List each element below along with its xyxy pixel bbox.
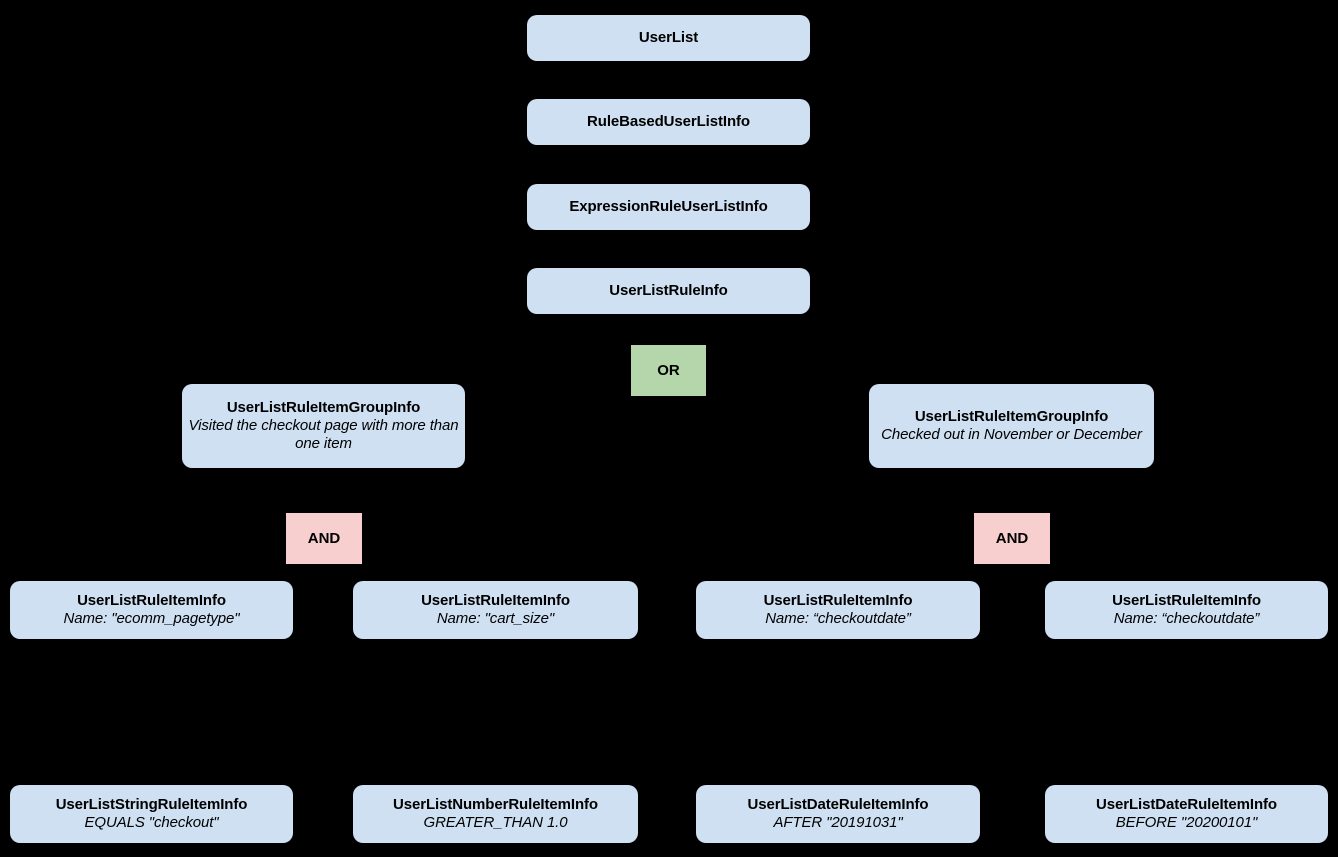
node-rule-based-user-list-info[interactable]: RuleBasedUserListInfo [527,99,810,145]
node-title: UserListRuleItemGroupInfo [914,408,1109,426]
node-subtitle: BEFORE "20200101" [1115,814,1258,831]
node-title: UserListRuleItemInfo [77,592,226,610]
node-subtitle: GREATER_THAN 1.0 [423,814,568,831]
operator-label: OR [657,361,680,379]
node-subtitle: Checked out in November or December [881,426,1142,443]
node-title: UserListRuleItemGroupInfo [226,399,421,417]
edge-group-right-to-and-operator-right [1010,468,1013,513]
node-title: UserListNumberRuleItemInfo [393,796,598,814]
node-user-list[interactable]: UserList [527,15,810,61]
node-or-operator[interactable]: OR [631,345,706,396]
node-title: UserListDateRuleItemInfo [1096,796,1277,814]
node-subtitle: Visited the checkout page with more than… [188,417,459,452]
node-title: RuleBasedUserListInfo [587,113,750,131]
node-title: UserListStringRuleItemInfo [55,796,248,814]
node-user-list-rule-info[interactable]: UserListRuleInfo [527,268,810,314]
operator-label: AND [995,529,1029,547]
node-subtitle: Name: “checkoutdate” [765,610,911,627]
node-title: UserListDateRuleItemInfo [747,796,929,814]
edge-and-operator-right-to-rule-item-checkoutdate-after [837,564,1013,581]
node-title: UserListRuleItemInfo [1112,592,1261,610]
node-subtitle: AFTER "20191031" [773,814,903,831]
node-title: UserListRuleItemInfo [421,592,570,610]
operator-label: AND [307,529,341,547]
edge-and-operator-left-to-rule-item-ecomm-pagetype [150,564,325,581]
edge-and-operator-right-to-rule-item-checkoutdate-before [1011,564,1188,581]
node-subtitle: EQUALS "checkout" [84,814,219,831]
edge-group-left-to-and-operator-left [322,468,325,513]
node-subtitle: Name: "ecomm_pagetype" [63,610,240,627]
node-expression-rule-user-list-info[interactable]: ExpressionRuleUserListInfo [527,184,810,230]
edge-and-operator-left-to-rule-item-cart-size [323,564,497,581]
node-title: ExpressionRuleUserListInfo [569,198,768,216]
node-title: UserList [638,29,699,47]
node-title: UserListRuleItemInfo [763,592,913,610]
node-subtitle: Name: "cart_size" [436,610,555,627]
node-title: UserListRuleInfo [609,282,728,300]
node-and-operator-right[interactable]: AND [974,513,1050,564]
node-subtitle: Name: “checkoutdate” [1113,610,1260,627]
node-and-operator-left[interactable]: AND [286,513,362,564]
